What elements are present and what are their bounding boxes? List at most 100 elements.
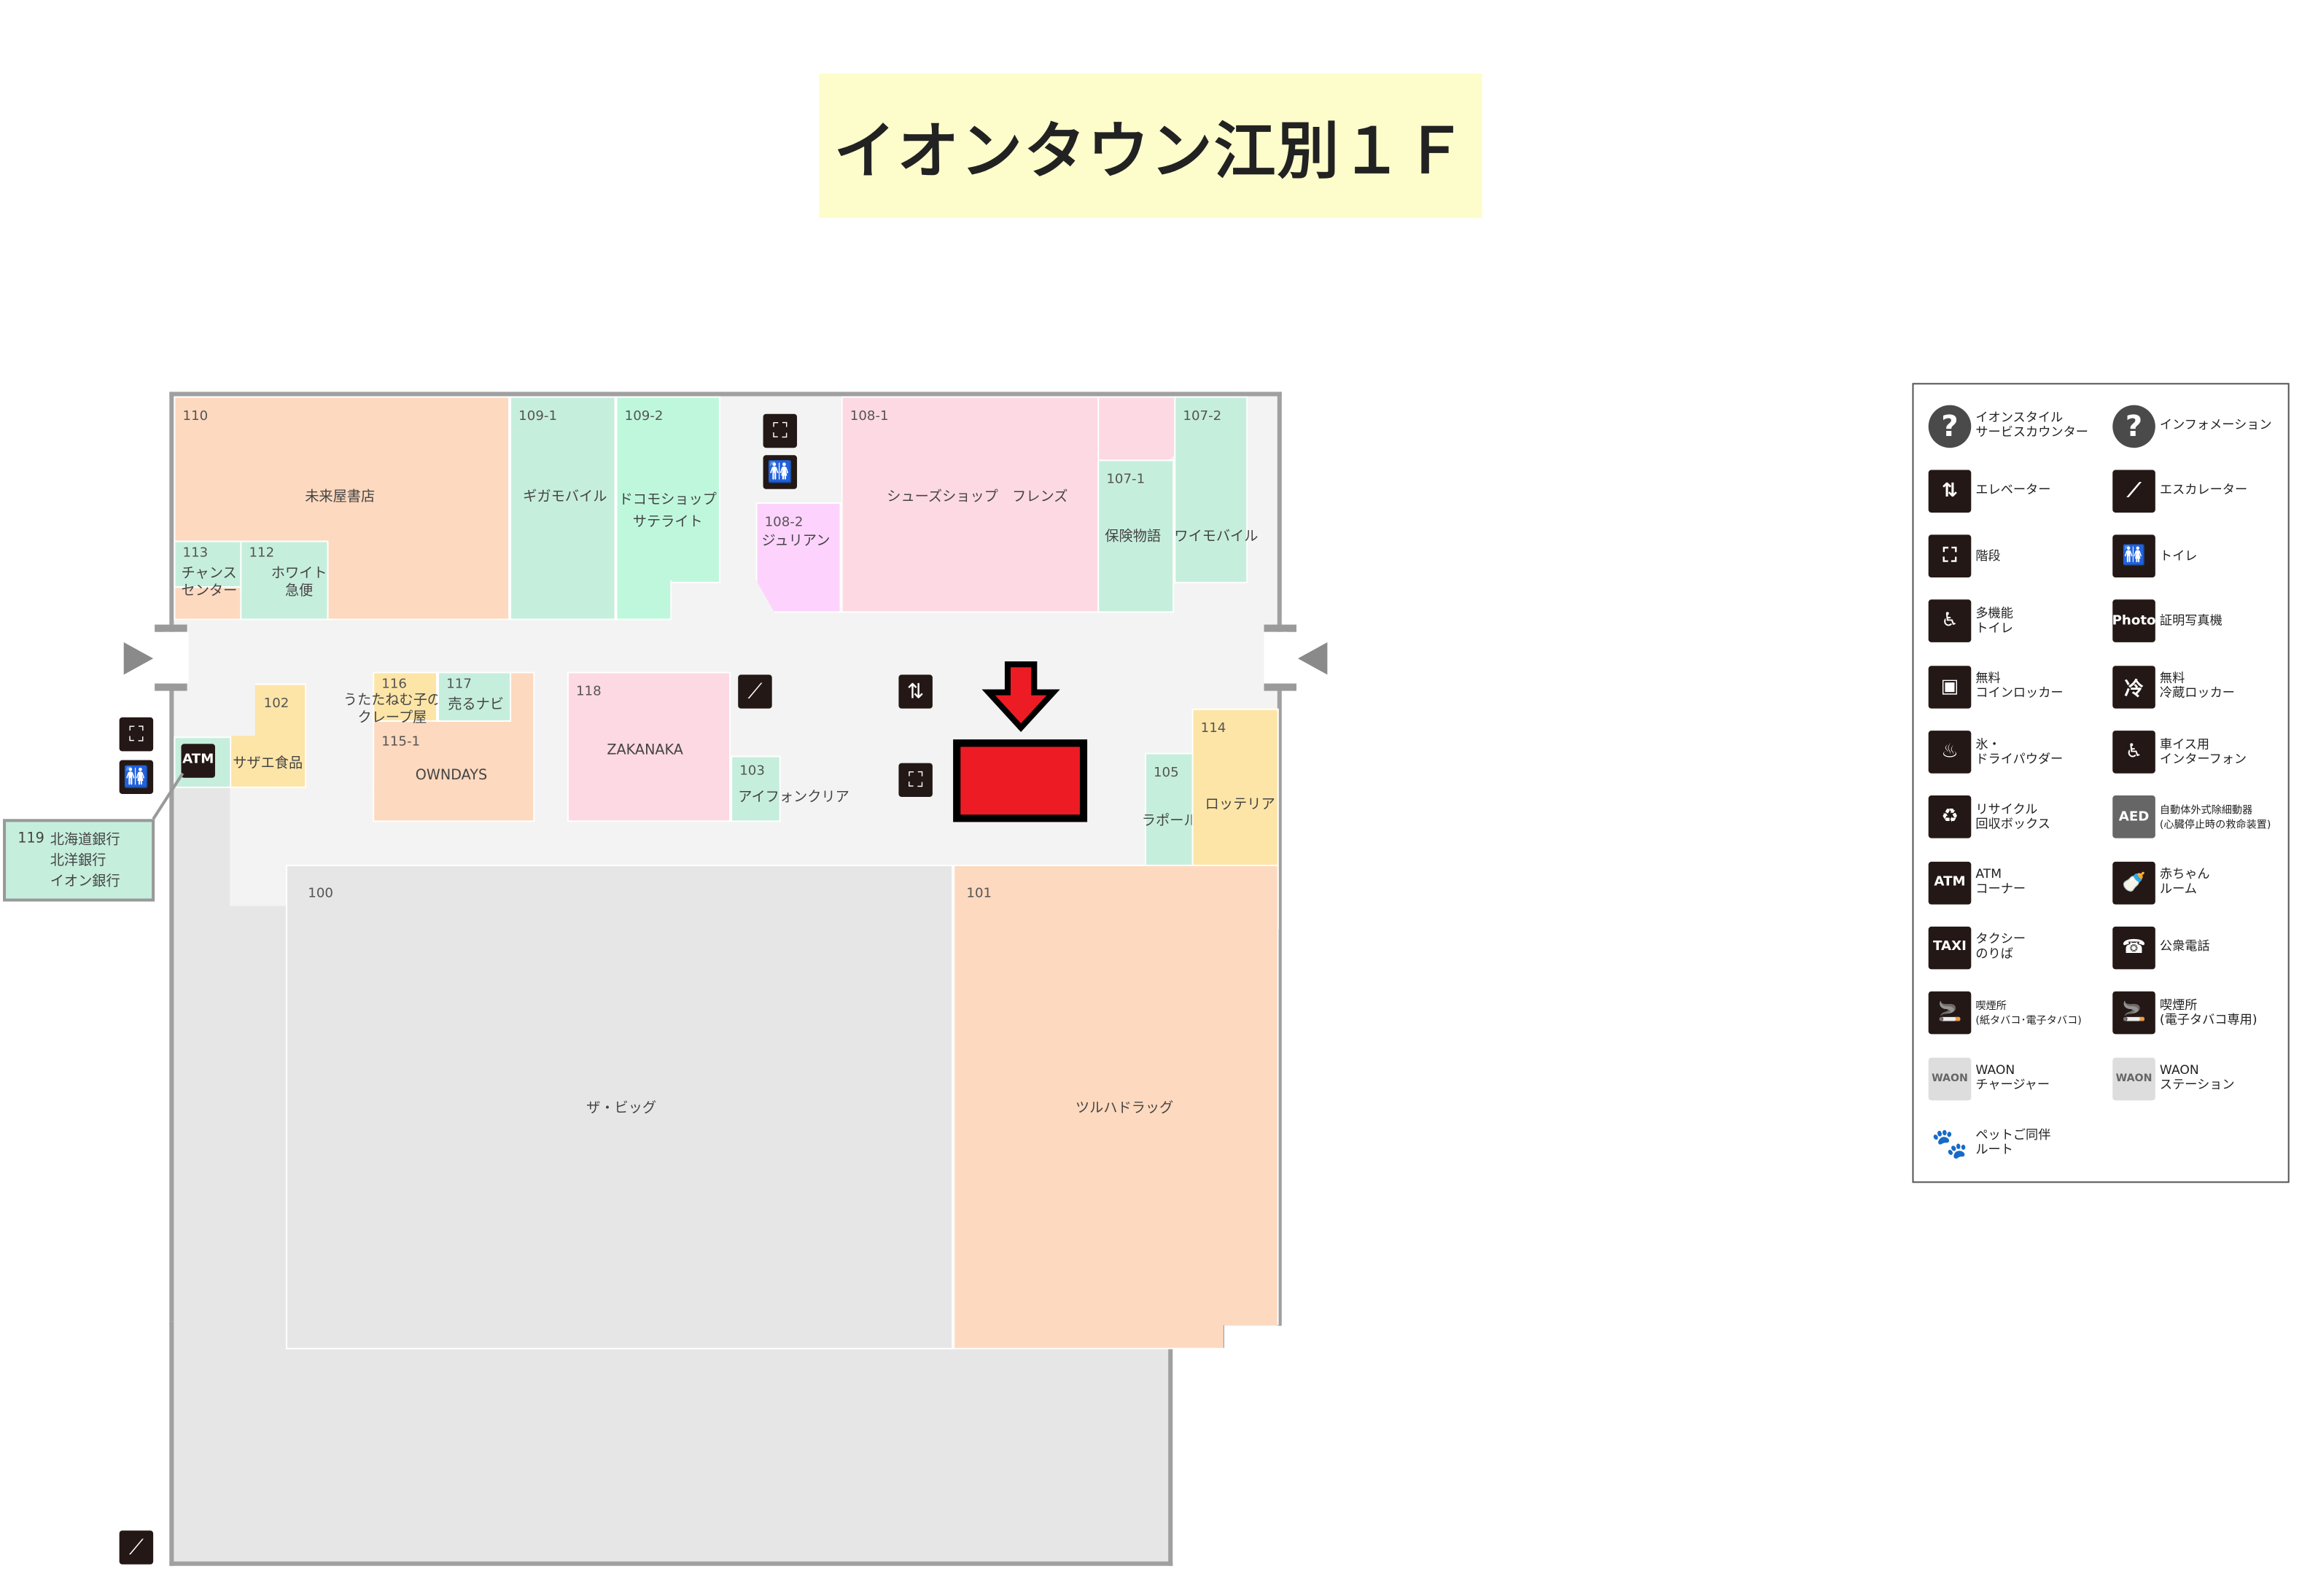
page-title: イオンタウン江別１Ｆ	[819, 74, 1482, 219]
store-name-116: うたたねむ子の クレープ屋	[343, 692, 442, 727]
legend-label: タクシー のりば	[1975, 933, 2026, 963]
toilet-icon: 🚻	[2112, 534, 2155, 578]
store-name: ドコモショップ サテライト	[618, 491, 717, 531]
elevator-icon: ⇅	[1928, 470, 1972, 513]
elevator-icon: ⇅	[898, 674, 933, 709]
store-name: ZAKANAKA	[607, 742, 683, 759]
legend-label: インフォメーション	[2159, 418, 2272, 433]
legend-item: ♿多機能 トイレ	[1928, 596, 2113, 647]
legend-item: ⛶階段	[1928, 532, 2113, 582]
entrance-right-door	[1264, 683, 1296, 691]
store-number: 107-2	[1183, 409, 1222, 424]
entrance-right-door	[1264, 624, 1296, 632]
store-name: ワイモバイル	[1174, 529, 1259, 545]
legend-item: 🚬喫煙所 (電子タバコ専用)	[2112, 988, 2297, 1038]
atm-icon: ATM	[1928, 861, 1972, 904]
callout-leader-line	[152, 772, 184, 820]
store-107-2[interactable]: 107-2 ワイモバイル	[1174, 396, 1258, 584]
atm-icon: ATM	[181, 744, 215, 778]
store-number: 117	[446, 677, 472, 693]
store-number: 107-1	[1106, 472, 1146, 488]
stairs-icon: ⛶	[898, 763, 933, 798]
legend-label: 多機能 トイレ	[1975, 607, 2013, 637]
store-number: 116	[381, 677, 408, 693]
store-105[interactable]: 105	[1144, 752, 1194, 866]
store-103[interactable]: 103	[731, 755, 781, 822]
bank-callout-119[interactable]: 119 北海道銀行 北洋銀行 イオン銀行	[3, 819, 155, 902]
store-117[interactable]: 117 売るナビ	[438, 672, 512, 722]
taxi-icon: TAXI	[1928, 926, 1972, 970]
legend-item: ♿車イス用 インターフォン	[2112, 727, 2297, 777]
legend-label: ATM コーナー	[1975, 868, 2026, 898]
store-number: 119	[18, 830, 44, 847]
entrance-left-arrow-icon	[123, 642, 154, 675]
legend-label: 氷・ ドライパウダー	[1975, 737, 2064, 767]
store-name: 未来屋書店	[305, 488, 376, 505]
recycle-box-icon: ♻	[1928, 795, 1972, 839]
store-number: 103	[739, 764, 765, 779]
legend-label: エスカレーター	[2159, 483, 2248, 499]
legend-label: 喫煙所 (電子タバコ専用)	[2159, 998, 2258, 1028]
legend-item: ♻リサイクル 回収ボックス	[1928, 793, 2113, 843]
legend-label: WAON チャージャー	[1975, 1063, 2050, 1094]
store-number: 113	[182, 546, 209, 561]
legend-item: 🚬喫煙所 (紙タバコ･電子タバコ)	[1928, 988, 2113, 1038]
store-name: 保険物語	[1105, 529, 1162, 545]
store-name: OWNDAYS	[415, 767, 488, 784]
store-name: シューズショップ フレンズ	[887, 488, 1068, 505]
baby-room-icon: 🍼	[2112, 861, 2155, 904]
entrance-right	[1264, 631, 1288, 684]
legend-item: ?イオンスタイル サービスカウンター	[1928, 401, 2113, 451]
legend-label: 証明写真機	[2159, 614, 2222, 629]
store-number: 110	[182, 409, 209, 424]
stairs-icon: ⛶	[1928, 534, 1972, 578]
store-109-2-lower	[615, 580, 672, 620]
store-101[interactable]: 101 ツルハドラッグ	[953, 864, 1279, 1350]
wheelchair-intercom-icon: ♿	[2112, 731, 2155, 774]
legend-label: 無料 冷蔵ロッカー	[2159, 672, 2235, 702]
store-name: ホワイト 急便	[271, 565, 327, 600]
legend-label: 階段	[1975, 548, 2001, 564]
legend-label: ペットご同伴 ルート	[1975, 1129, 2051, 1159]
legend-item: ▣無料 コインロッカー	[1928, 662, 2113, 712]
store-name: 売るナビ	[448, 696, 505, 713]
store-name: ツルハドラッグ	[1075, 1100, 1174, 1117]
ice-dry-powder-icon: ♨	[1928, 731, 1972, 774]
legend-label: 自動体外式除細動器 (心臓停止時の救命装置)	[2159, 803, 2271, 831]
current-location-marker	[953, 739, 1088, 822]
legend-label: トイレ	[2159, 548, 2198, 564]
legend-item: ♨氷・ ドライパウダー	[1928, 727, 2113, 777]
entrance-left-door	[155, 624, 187, 632]
store-107-1[interactable]: 107-1 保険物語	[1097, 459, 1175, 613]
toilet-icon: 🚻	[763, 455, 798, 489]
map-frame-lower	[169, 1321, 1173, 1566]
coin-locker-icon: ▣	[1928, 665, 1972, 709]
store-number: 101	[966, 887, 992, 902]
store-number: 115-1	[381, 735, 421, 750]
legend-item: 🍼赤ちゃん ルーム	[2112, 857, 2297, 908]
store-number: 118	[575, 685, 602, 700]
information-icon: ?	[2112, 404, 2155, 448]
store-number: 105	[1153, 766, 1179, 781]
legend-label: 無料 コインロッカー	[1975, 672, 2064, 702]
aed-icon: AED	[2112, 795, 2155, 839]
toilet-icon: 🚻	[119, 760, 154, 794]
store-name: 北海道銀行 北洋銀行 イオン銀行	[50, 832, 120, 890]
location-arrow-icon	[981, 661, 1060, 733]
smoking-area-icon: 🚬	[1928, 992, 1972, 1035]
cold-locker-icon: 冷	[2112, 665, 2155, 709]
waon-charger-icon: WAON	[1928, 1056, 1972, 1100]
legend-label: エレベーター	[1975, 483, 2051, 499]
store-116[interactable]: 116	[373, 672, 438, 722]
